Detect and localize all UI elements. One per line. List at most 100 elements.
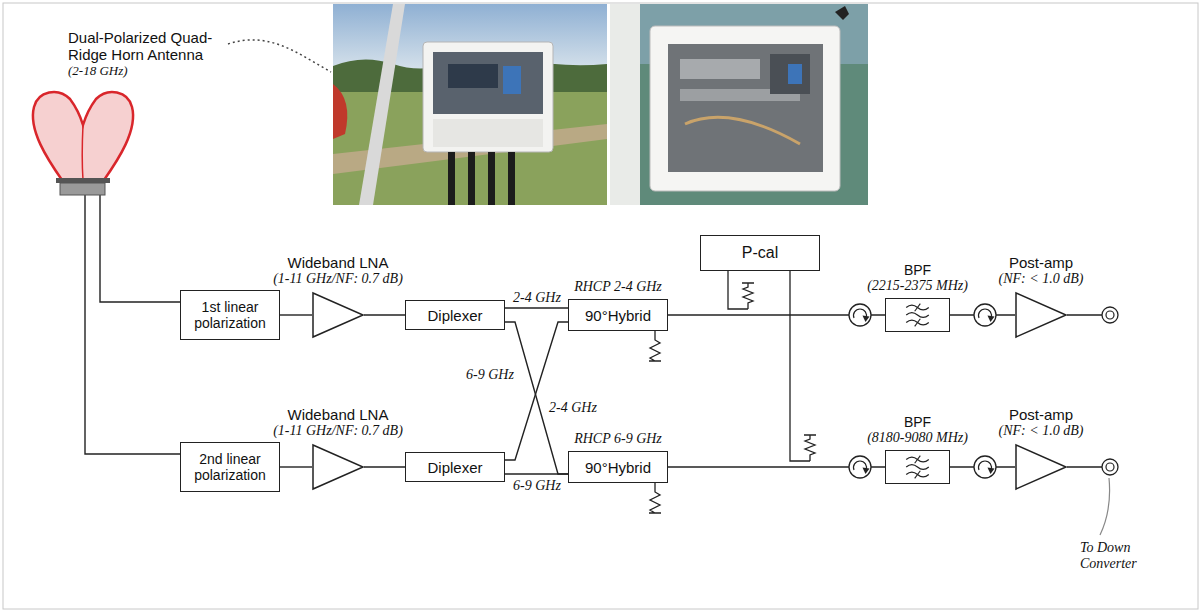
circulator-symbol bbox=[974, 456, 996, 478]
horn-ridge bbox=[82, 125, 84, 180]
node-label: (NF: < 1.0 dB) bbox=[999, 271, 1084, 287]
node-label: RHCP 2-4 GHz bbox=[574, 279, 662, 295]
label-group: Wideband LNA(1-11 GHz/NF: 0.7 dB) bbox=[273, 254, 403, 287]
enclosure-photo bbox=[333, 84, 347, 139]
leader-line bbox=[1100, 478, 1110, 535]
circulator-symbol bbox=[988, 316, 995, 323]
circulator-symbol bbox=[849, 304, 871, 326]
label-group: 90°Hybrid bbox=[585, 459, 651, 476]
label-group: Post-amp(NF: < 1.0 dB) bbox=[999, 406, 1084, 439]
enclosure-photo bbox=[433, 52, 543, 114]
label-group: 1st linear polarization bbox=[188, 299, 273, 331]
termination-resistor bbox=[649, 483, 661, 513]
tri-outline bbox=[1015, 292, 1067, 338]
circulator-symbol bbox=[988, 468, 995, 475]
amplifier-triangle bbox=[313, 293, 363, 337]
enclosure-photo bbox=[488, 152, 495, 205]
node-label: (NF: < 1.0 dB) bbox=[999, 423, 1084, 439]
circulator-symbol bbox=[974, 304, 996, 326]
filter-symbol bbox=[915, 304, 921, 312]
circulator-symbol bbox=[863, 468, 870, 475]
diplexer-box: Diplexer bbox=[405, 300, 505, 330]
node-label: RHCP 6-9 GHz bbox=[574, 431, 662, 447]
circulator-symbol bbox=[849, 304, 871, 326]
hybrid-box: RHCP 6-9 GHz90°Hybrid bbox=[568, 451, 668, 483]
circulator-symbol bbox=[863, 316, 870, 323]
output-connector bbox=[1102, 307, 1118, 323]
enclosure-photo bbox=[508, 152, 515, 205]
bandpass-filter: BPF(8180-9080 MHz) bbox=[885, 450, 950, 484]
node-label: 90°Hybrid bbox=[585, 307, 651, 324]
edge-label: 2-4 GHz bbox=[512, 290, 562, 306]
filter-symbol bbox=[915, 456, 921, 464]
note-label: To Down Converter bbox=[1080, 540, 1152, 572]
node-label: 90°Hybrid bbox=[585, 459, 651, 476]
output-connector bbox=[1106, 311, 1114, 319]
amplifier-triangle bbox=[1016, 293, 1066, 337]
enclosure-photo bbox=[835, 6, 849, 20]
dotted-leader bbox=[228, 40, 331, 72]
node-label: Wideband LNA bbox=[273, 406, 403, 423]
enclosure-photo bbox=[448, 152, 455, 205]
enclosure-photo bbox=[433, 119, 543, 147]
tri-outline bbox=[312, 444, 364, 490]
amplifier-triangle bbox=[313, 445, 363, 489]
label-group: Diplexer bbox=[427, 307, 482, 324]
enclosure-photo bbox=[359, 4, 405, 205]
label-group: RHCP 6-9 GHz bbox=[574, 431, 662, 447]
enclosure-photo bbox=[423, 42, 553, 152]
circulator-symbol bbox=[849, 456, 871, 478]
figure-frame bbox=[3, 3, 1198, 609]
edge-label: 6-9 GHz bbox=[512, 478, 562, 494]
post-amplifier: Post-amp(NF: < 1.0 dB) bbox=[1015, 292, 1067, 338]
enclosure-photo bbox=[650, 26, 840, 191]
signal-line bbox=[280, 314, 312, 315]
signal-line bbox=[280, 466, 312, 467]
node-label: Post-amp bbox=[999, 254, 1084, 271]
signal-line bbox=[100, 195, 180, 302]
node-label: Post-amp bbox=[999, 406, 1084, 423]
node-label: 2nd linear polarization bbox=[188, 451, 273, 483]
pcal-box: P-cal bbox=[700, 235, 820, 271]
enclosure-photo bbox=[668, 44, 823, 172]
termination-resistor bbox=[649, 331, 661, 361]
circulator-symbol bbox=[974, 456, 996, 478]
horn-antenna: Dual-Polarized Quad-Ridge Horn Antenna(2… bbox=[28, 85, 138, 195]
lna-amplifier: Wideband LNA(1-11 GHz/NF: 0.7 dB) bbox=[312, 292, 364, 338]
signal-line bbox=[505, 322, 568, 460]
output-connector bbox=[1102, 459, 1118, 475]
pcal-line bbox=[728, 271, 810, 461]
filter-symbol bbox=[906, 313, 929, 318]
horn-outline bbox=[33, 92, 133, 180]
node-label: (8180-9080 MHz) bbox=[867, 430, 968, 446]
label-group: BPF(2215-2375 MHz) bbox=[867, 262, 968, 294]
edge-label: 6-9 GHz bbox=[465, 367, 515, 383]
label-group: RHCP 2-4 GHz bbox=[574, 279, 662, 295]
horn-flange bbox=[56, 178, 110, 183]
label-group: P-cal bbox=[742, 244, 778, 262]
enclosure-photo bbox=[685, 117, 800, 144]
label-group: Post-amp(NF: < 1.0 dB) bbox=[999, 254, 1084, 287]
filter-outline bbox=[886, 299, 949, 331]
signal-line bbox=[85, 195, 180, 454]
label-group: Wideband LNA(1-11 GHz/NF: 0.7 dB) bbox=[273, 406, 403, 439]
polarization-box: 1st linear polarization bbox=[180, 290, 280, 340]
node-label: (1-11 GHz/NF: 0.7 dB) bbox=[273, 423, 403, 439]
polarization-box: 2nd linear polarization bbox=[180, 442, 280, 492]
enclosure-photo bbox=[333, 4, 607, 205]
node-label: (1-11 GHz/NF: 0.7 dB) bbox=[273, 271, 403, 287]
label-group: Diplexer bbox=[427, 459, 482, 476]
label-group: 2nd linear polarization bbox=[188, 451, 273, 483]
enclosure-photo bbox=[610, 4, 868, 205]
enclosure-photo bbox=[503, 66, 521, 94]
bandpass-filter: BPF(2215-2375 MHz) bbox=[885, 298, 950, 332]
circulator-symbol bbox=[849, 456, 871, 478]
signal-line bbox=[364, 314, 405, 315]
signal-line bbox=[505, 322, 568, 474]
enclosure-photo bbox=[468, 152, 475, 205]
node-label: P-cal bbox=[742, 244, 778, 262]
enclosure-photo bbox=[680, 59, 760, 79]
filter-symbol bbox=[906, 465, 929, 470]
enclosure-photo bbox=[610, 4, 868, 205]
